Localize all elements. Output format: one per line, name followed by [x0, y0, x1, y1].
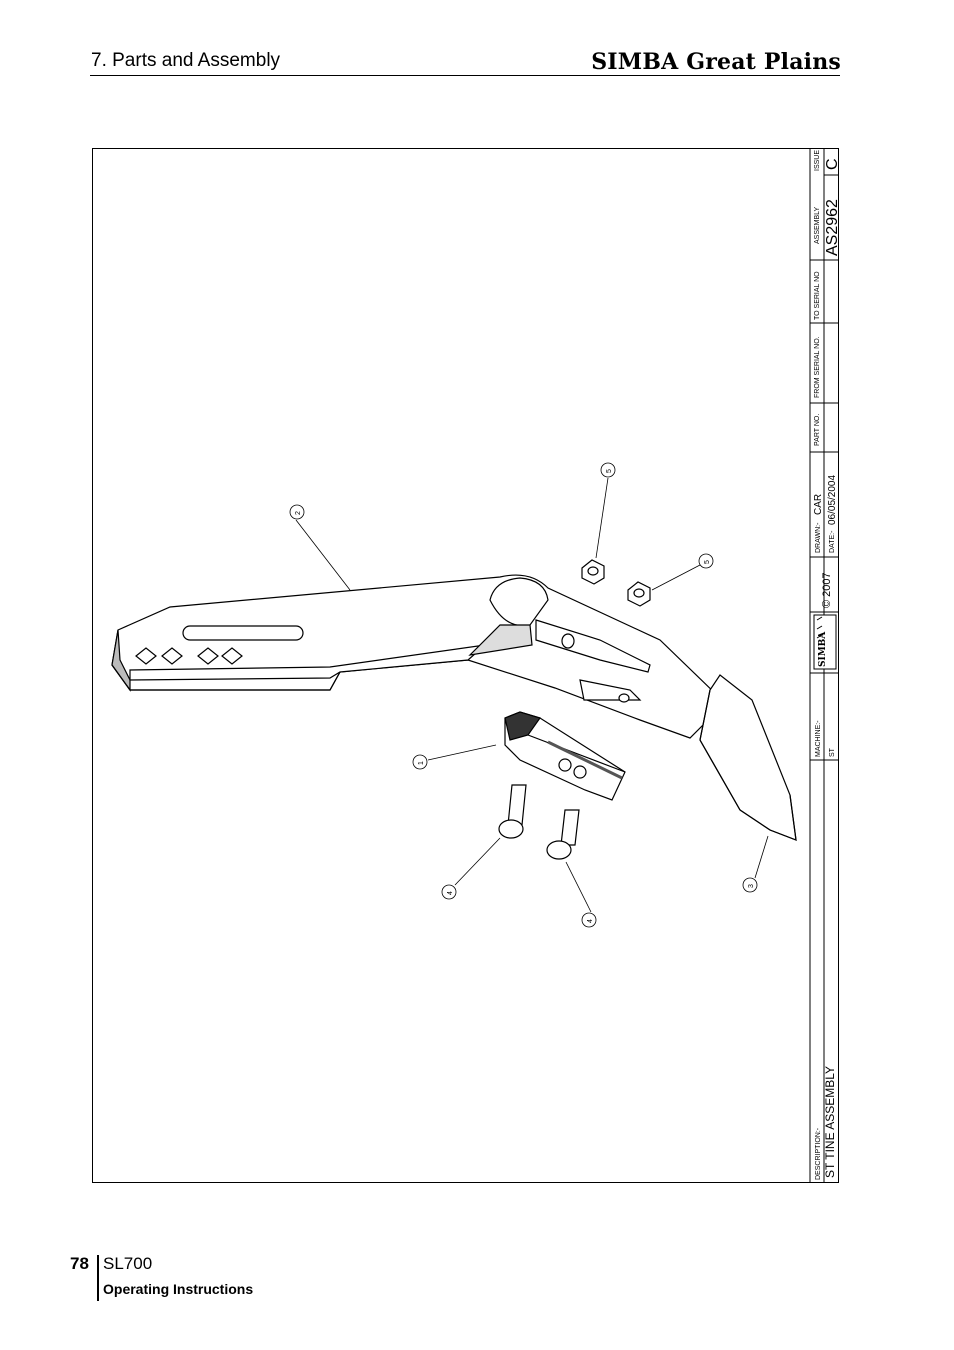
drawn-value: CAR — [813, 494, 824, 515]
machine-label: MACHINE:- — [815, 720, 822, 757]
shank-part — [111, 574, 797, 841]
callout-label: 4 — [447, 891, 454, 895]
assembly-label: ASSEMBLY — [814, 206, 821, 244]
leader-lines — [295, 477, 769, 913]
description-value: ST TINE ASSEMBLY — [823, 1066, 837, 1178]
callout-label: 4 — [587, 919, 594, 923]
page-number: 78 — [70, 1254, 89, 1273]
callout-balloons — [289, 462, 758, 928]
date-value: 06/05/2004 — [827, 475, 838, 525]
callout-label: 5 — [606, 469, 613, 473]
from-serial-label: FROM SERIAL NO. — [814, 336, 821, 398]
footer-divider — [97, 1255, 99, 1301]
issue-label: ISSUE — [814, 150, 821, 171]
simba-mini-logo: SIMBA — [813, 614, 837, 670]
copyright-text: © 2007 — [821, 572, 833, 608]
callout-label: 5 — [704, 560, 711, 564]
model-name: SL700 — [103, 1254, 153, 1273]
header-divider — [90, 75, 840, 76]
callout-label: 3 — [748, 884, 755, 888]
document-title: Operating Instructions — [103, 1281, 254, 1297]
machine-value: ST — [829, 747, 836, 757]
assembly-value: AS2962 — [824, 199, 841, 256]
point-part — [504, 711, 626, 801]
nut-part — [581, 559, 651, 607]
brand-logo: SIMBA Great Plains — [591, 49, 841, 75]
svg-text:SIMBA: SIMBA — [818, 631, 828, 667]
to-serial-label: TO SERIAL NO — [814, 271, 821, 320]
drawing-frame — [92, 148, 839, 1183]
drawn-label: DRAWN:- — [815, 522, 822, 553]
date-label: DATE:- — [829, 530, 836, 553]
section-heading: 7. Parts and Assembly — [91, 50, 281, 71]
issue-value: C — [824, 158, 841, 170]
part-no-label: PART NO. — [814, 414, 821, 446]
description-label: DESCRIPTION:- — [815, 1127, 822, 1180]
callout-label: 1 — [418, 761, 425, 765]
callout-label: 2 — [295, 511, 302, 515]
bolt-part — [498, 784, 580, 860]
